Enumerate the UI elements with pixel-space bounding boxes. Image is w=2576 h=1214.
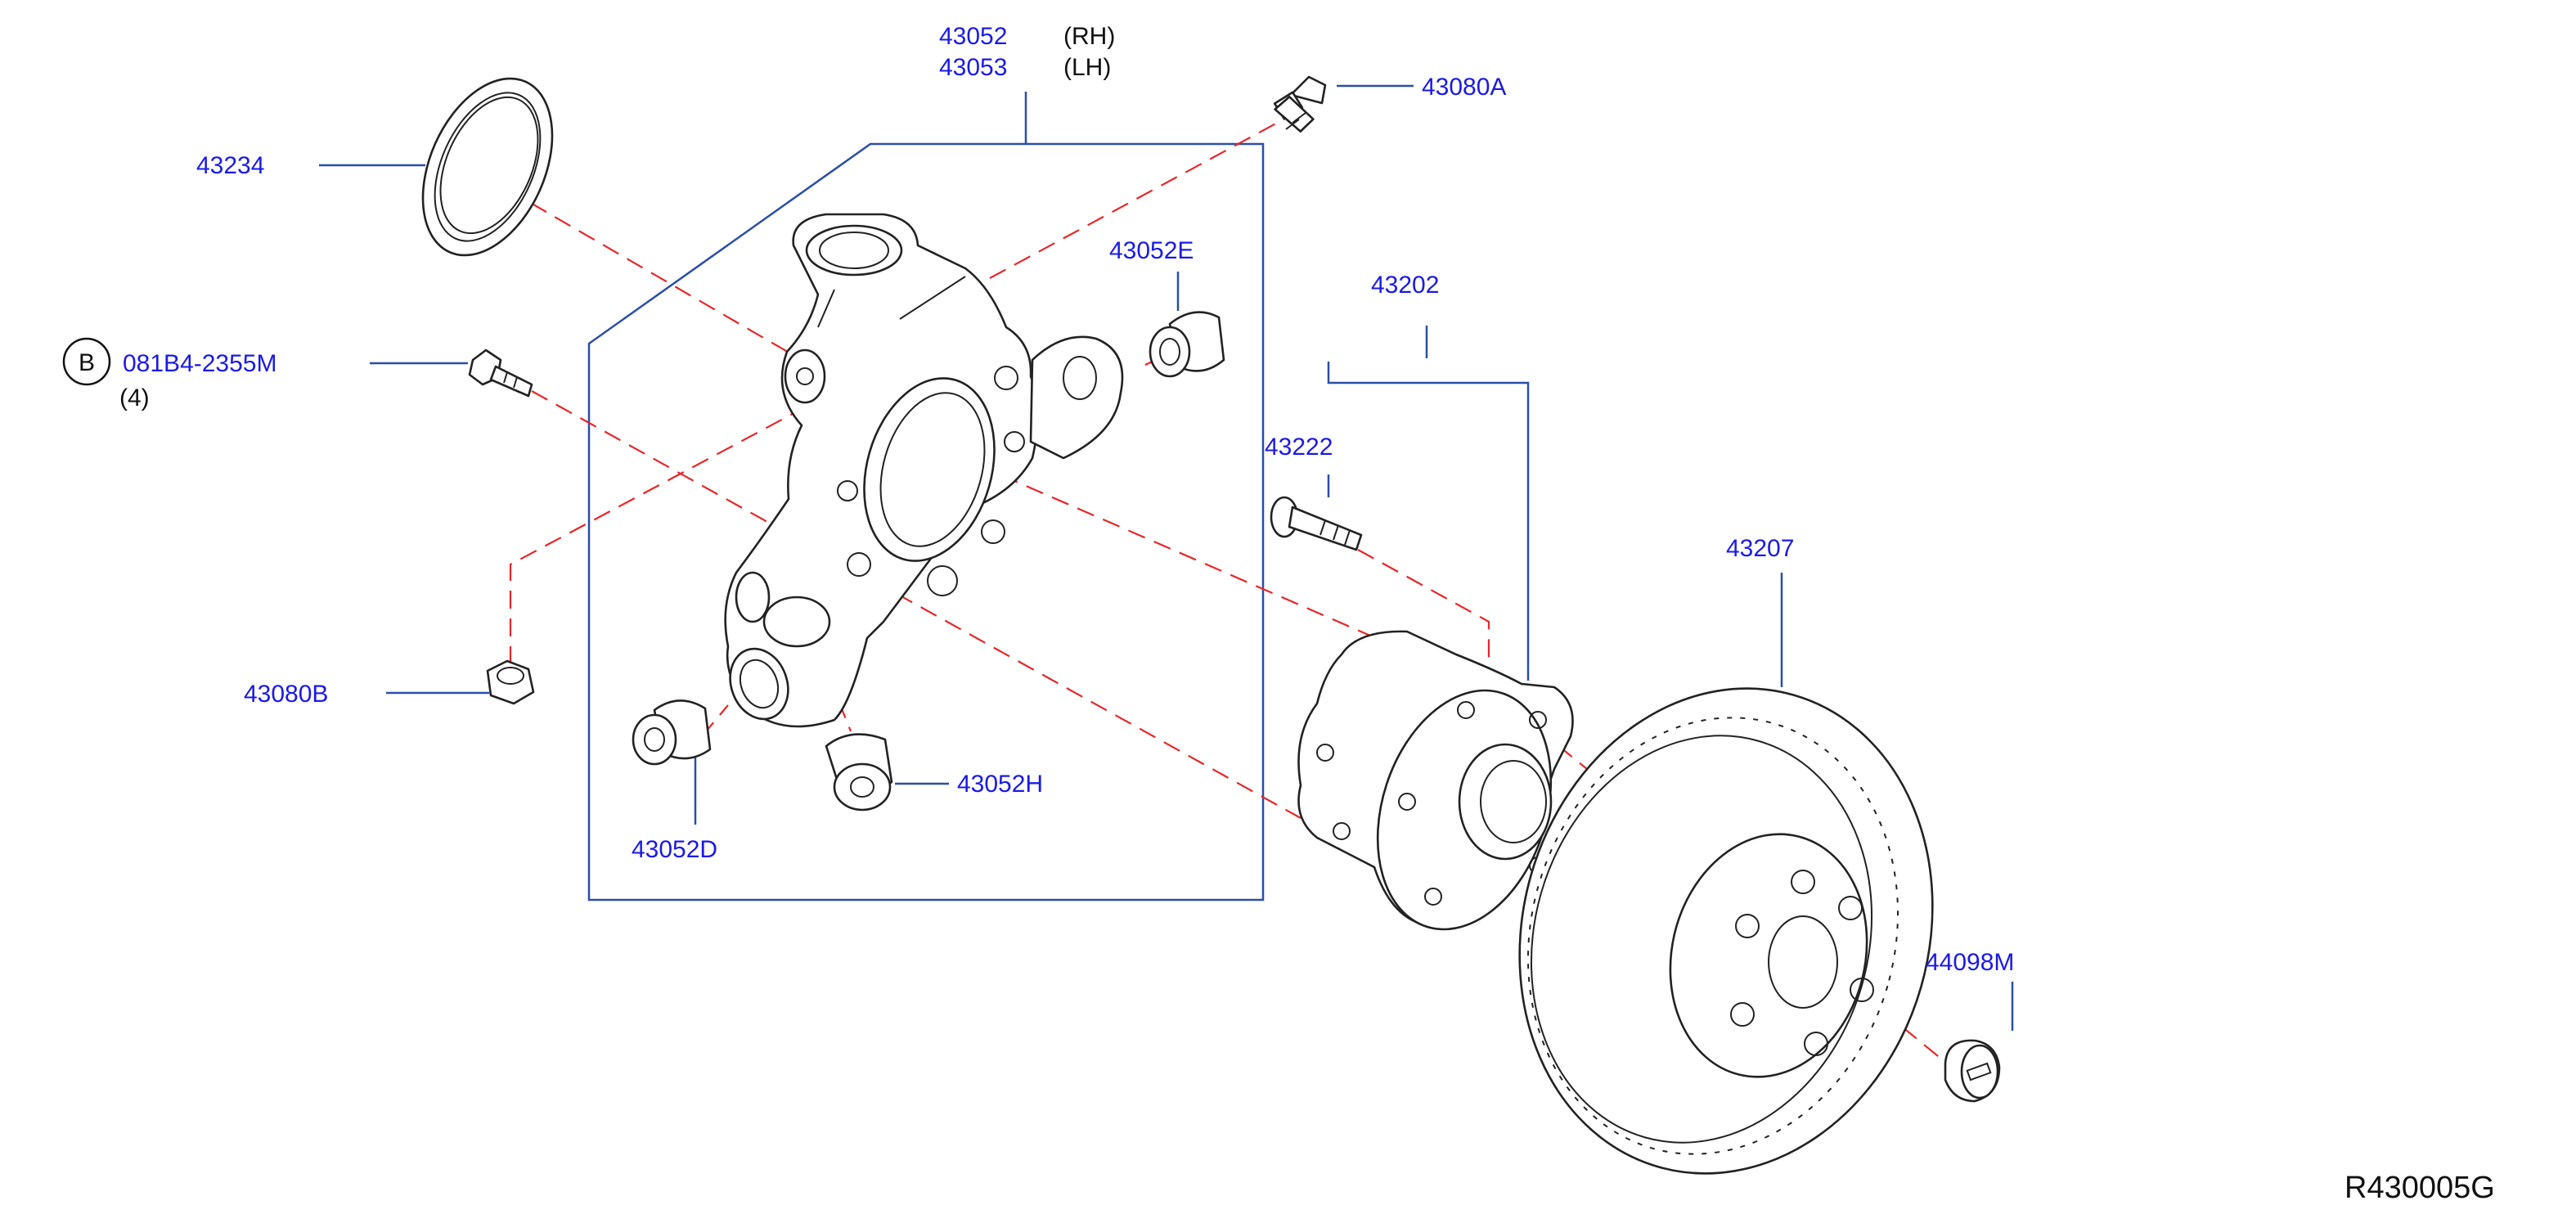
- drawing-code: R430005G: [2344, 1171, 2495, 1205]
- knuckle-drawing: [724, 213, 1124, 728]
- label-43202: 43202: [1371, 272, 1439, 299]
- label-43052e: 43052E: [1109, 237, 1194, 264]
- label-43053: 43053: [939, 54, 1007, 81]
- label-43052h: 43052H: [957, 771, 1043, 798]
- label-lh: (LH): [1063, 54, 1111, 81]
- dust-plate-drawing: [421, 77, 554, 257]
- hub-assembly-drawing: [1297, 630, 1574, 931]
- label-43222: 43222: [1265, 434, 1333, 461]
- rotor-drawing: [1518, 687, 1934, 1175]
- callout-marker-b: B: [62, 337, 111, 386]
- bushing-43052e-drawing: [1149, 311, 1225, 378]
- label-43080a: 43080A: [1422, 74, 1506, 101]
- marker-b-text: B: [79, 349, 95, 376]
- bolt-43080a-drawing: [1273, 75, 1327, 133]
- part-labels: 43052 (RH) 43053 (LH) 43080A 43234 43052…: [119, 23, 2014, 976]
- label-43234: 43234: [196, 152, 264, 179]
- label-43052d: 43052D: [632, 836, 717, 863]
- nut-43080b-drawing: [486, 659, 535, 705]
- cap-drawing: [1944, 1039, 2001, 1103]
- label-44098m: 44098M: [1926, 949, 2014, 976]
- bushing-43052h-drawing: [825, 733, 893, 812]
- hub-bolt-drawing: [1270, 496, 1363, 551]
- label-rh: (RH): [1063, 23, 1115, 50]
- bushing-43052d-drawing: [632, 699, 712, 766]
- label-43080b: 43080B: [244, 681, 328, 708]
- leader-lines: [319, 84, 2014, 1031]
- label-43052: 43052: [939, 23, 1007, 50]
- label-43207: 43207: [1726, 535, 1794, 562]
- bolt-b-drawing: [468, 348, 533, 398]
- label-qty-4: (4): [119, 384, 150, 411]
- label-081b4-2355m: 081B4-2355M: [123, 350, 276, 377]
